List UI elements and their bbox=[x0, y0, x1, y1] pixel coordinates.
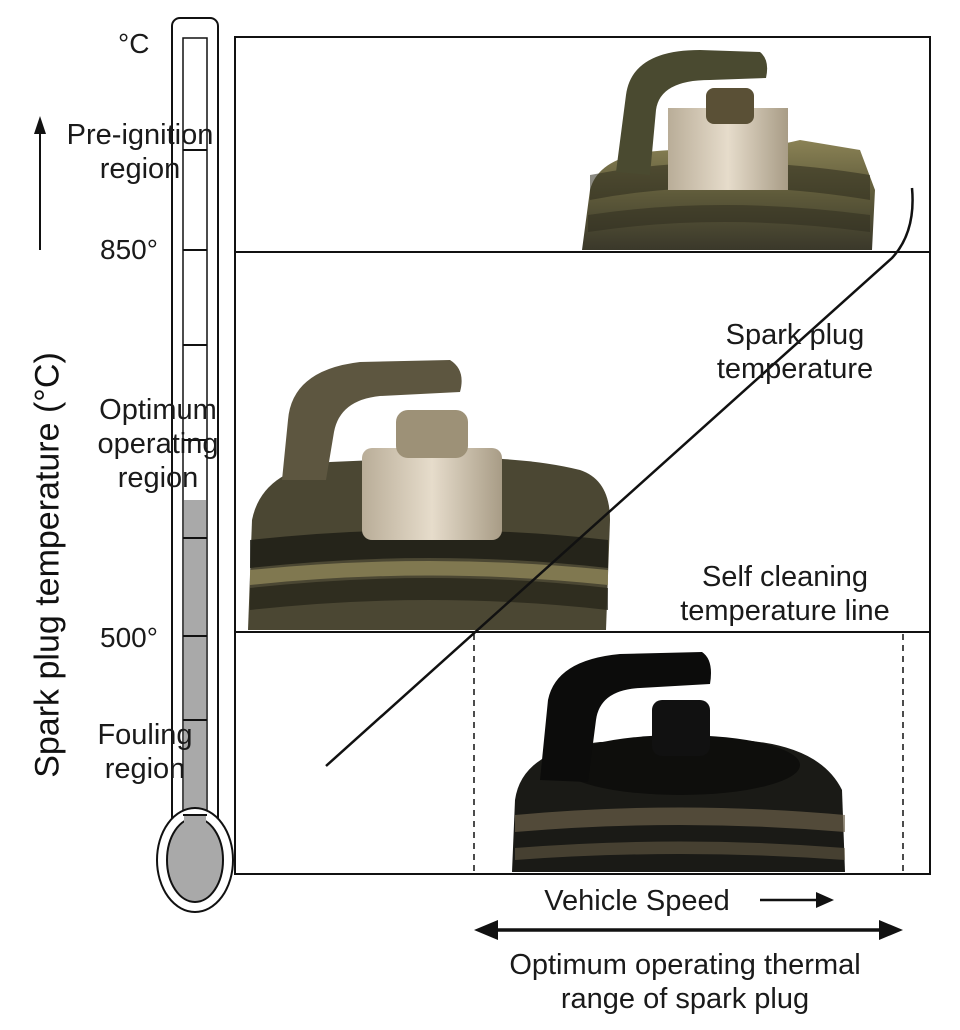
unit-label: °C bbox=[118, 28, 150, 59]
fouling-region-label: Fouling region bbox=[97, 719, 193, 785]
spark-plug-icon bbox=[248, 360, 610, 630]
right-arrow-icon bbox=[760, 892, 834, 908]
optimum-range-label: Optimum operating thermal range of spark… bbox=[509, 949, 861, 1015]
chart-frame bbox=[234, 36, 931, 875]
optimum-operating-region-label: Optimum operating region bbox=[97, 394, 219, 494]
spark-plug-temperature-curve bbox=[325, 187, 914, 767]
self-cleaning-line-label: Self cleaning temperature line bbox=[680, 561, 890, 627]
tick-850-label: 850° bbox=[100, 234, 158, 265]
thermometer-icon bbox=[156, 17, 234, 913]
double-arrow-icon bbox=[474, 920, 903, 940]
pre-ignition-region-label: Pre-ignition region bbox=[66, 119, 214, 185]
spark-plug-icon bbox=[582, 50, 875, 250]
spark-plug-temperature-label: Spark plug temperature bbox=[716, 319, 874, 385]
vehicle-speed-label: Vehicle Speed bbox=[544, 885, 730, 917]
up-arrow-icon bbox=[34, 116, 46, 250]
tick-500-label: 500° bbox=[100, 622, 158, 653]
thermometer-level bbox=[184, 500, 206, 830]
spark-plug-icon bbox=[512, 652, 845, 872]
